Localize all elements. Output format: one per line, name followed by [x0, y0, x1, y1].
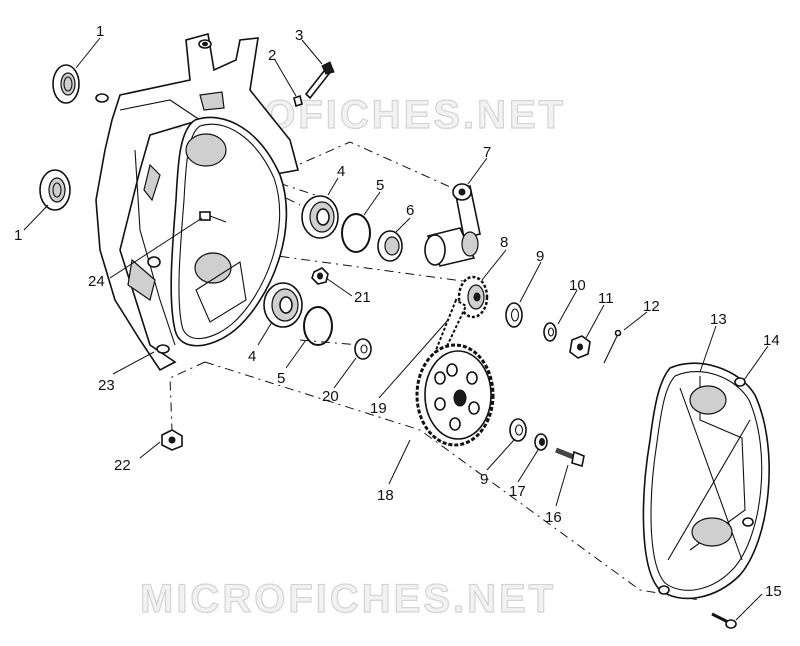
callout-9-upper: 9 — [536, 248, 544, 265]
o-ring-upper — [341, 213, 371, 253]
callout-2: 2 — [268, 47, 276, 64]
callout-1-upper: 1 — [96, 23, 104, 40]
leader-lines — [23, 37, 769, 621]
washer-lower — [509, 418, 527, 442]
spacer-washer — [354, 338, 372, 360]
tension-bolt — [293, 61, 335, 108]
callout-24: 24 — [88, 273, 105, 290]
bearing-lower — [263, 282, 303, 328]
bearing-upper — [301, 195, 339, 239]
callout-17: 17 — [509, 483, 526, 500]
callout-15: 15 — [765, 583, 782, 600]
callout-9-lower: 9 — [480, 471, 488, 488]
callout-14: 14 — [763, 332, 780, 349]
seal-lower — [39, 169, 71, 211]
castle-nut — [569, 335, 591, 359]
large-sprocket — [415, 343, 495, 447]
sprocket-bolt — [555, 447, 585, 468]
cover-screw — [711, 612, 737, 629]
callout-5-lower: 5 — [277, 370, 285, 387]
callout-19: 19 — [370, 400, 387, 417]
callout-6: 6 — [406, 202, 414, 219]
callout-labels: 1 1 2 3 4 4 5 5 6 7 8 9 9 10 11 12 13 14… — [14, 23, 782, 600]
small-sprocket — [457, 275, 489, 319]
callout-4-lower: 4 — [248, 348, 256, 365]
callout-21: 21 — [354, 289, 371, 306]
callout-7: 7 — [483, 144, 491, 161]
washer-upper — [505, 302, 523, 328]
housing-stud — [199, 211, 227, 223]
flat-washer — [534, 433, 548, 451]
callout-3: 3 — [295, 27, 303, 44]
callout-22: 22 — [114, 457, 131, 474]
callout-16: 16 — [545, 509, 562, 526]
callout-11: 11 — [598, 290, 614, 307]
callout-18: 18 — [377, 487, 394, 504]
callout-8: 8 — [500, 234, 508, 251]
spacer-bushing — [377, 230, 403, 262]
callout-4-upper: 4 — [337, 163, 345, 180]
seal-upper — [52, 64, 80, 104]
housing-chain-outline — [170, 116, 288, 347]
cotter-pin — [603, 329, 622, 364]
chaincase-housing — [95, 32, 299, 372]
callout-10: 10 — [569, 277, 586, 294]
chaincase-cover — [642, 362, 770, 600]
callout-12: 12 — [643, 298, 660, 315]
callout-5-upper: 5 — [376, 177, 384, 194]
callout-20: 20 — [322, 388, 339, 405]
lock-washer — [543, 322, 557, 342]
watermark-bottom: MICROFICHES.NET — [140, 577, 556, 621]
o-ring-lower — [303, 306, 333, 346]
tensioner-arm — [424, 183, 481, 267]
callout-13: 13 — [710, 311, 727, 328]
callout-1-lower: 1 — [14, 227, 22, 244]
callout-23: 23 — [98, 377, 115, 394]
flange-nut — [161, 429, 183, 451]
housing-nut — [311, 267, 329, 285]
